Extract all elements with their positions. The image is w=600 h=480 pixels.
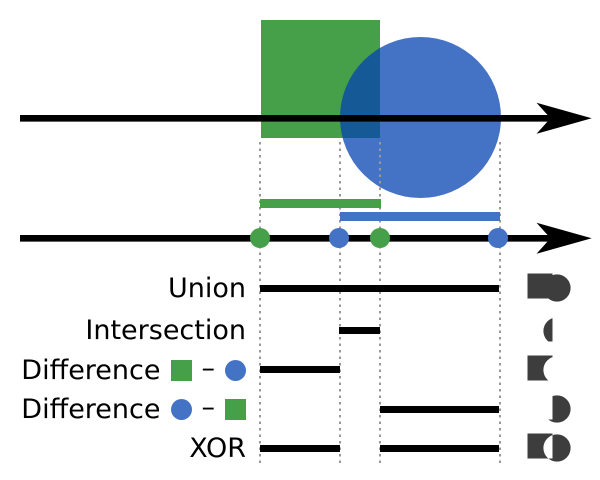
result-segment-xor xyxy=(260,445,340,452)
blue-axis-point xyxy=(488,228,509,249)
guide-line xyxy=(498,142,501,464)
blue-axis-point xyxy=(328,228,349,249)
green-axis-point xyxy=(250,228,270,249)
green-square-icon xyxy=(170,359,192,381)
top-axis-arrow xyxy=(20,102,592,134)
green-square-icon xyxy=(225,398,246,420)
difference-circle-minus-square-result-icon xyxy=(543,395,571,423)
row-label-intersection: Intersection xyxy=(85,314,246,346)
row-label-difference-square-minus-circle: Difference – xyxy=(21,352,246,386)
result-segment-union xyxy=(260,285,499,292)
difference-label: Difference xyxy=(21,393,161,425)
guide-line xyxy=(379,142,382,464)
xor-result-icon xyxy=(527,433,571,462)
union-label: Union xyxy=(167,272,246,304)
green-interval-bar xyxy=(260,198,381,208)
row-label-xor: XOR xyxy=(189,432,246,464)
minus-sign: – xyxy=(201,352,216,384)
intersection-label: Intersection xyxy=(85,314,246,346)
difference-square-minus-circle-result-icon xyxy=(527,355,553,381)
guide-line xyxy=(338,142,341,464)
row-label-difference-circle-minus-square: Difference – xyxy=(21,391,246,425)
difference-label: Difference xyxy=(21,354,161,386)
result-segment-difference xyxy=(260,366,340,374)
intersection-result-icon xyxy=(543,318,553,342)
result-segment-xor xyxy=(380,445,500,452)
green-axis-point xyxy=(370,228,391,249)
result-segment-difference xyxy=(380,406,500,413)
bottom-axis-arrow xyxy=(20,222,592,254)
guide-line xyxy=(259,142,261,464)
xor-label: XOR xyxy=(189,432,246,464)
blue-interval-bar xyxy=(339,211,501,221)
union-result-icon xyxy=(527,273,571,302)
row-label-union: Union xyxy=(167,272,246,304)
blue-circle-icon xyxy=(225,359,246,381)
result-segment-intersection xyxy=(339,327,381,335)
blue-circle-icon xyxy=(170,398,192,420)
minus-sign: – xyxy=(201,391,216,423)
